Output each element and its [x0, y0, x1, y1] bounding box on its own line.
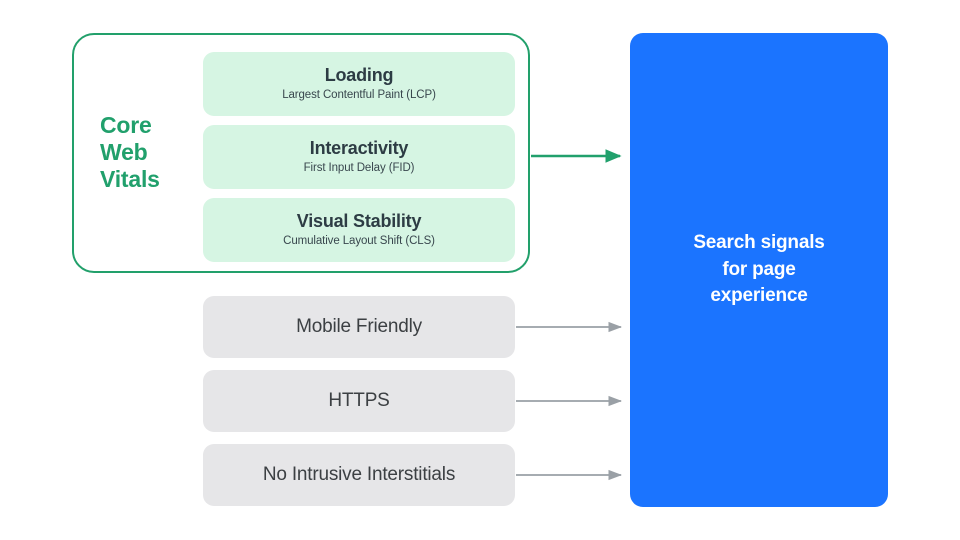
core-web-vitals-group: [72, 33, 530, 273]
signal-card-no-intrusive-interstitials[interactable]: No Intrusive Interstitials: [203, 444, 515, 506]
core-web-vitals-label: Core Web Vitals: [100, 112, 160, 192]
signal-title-https: HTTPS: [328, 389, 390, 411]
metric-subtitle-visual-stability: Cumulative Layout Shift (CLS): [283, 235, 435, 248]
metric-title-interactivity: Interactivity: [309, 137, 409, 158]
signal-card-mobile-friendly[interactable]: Mobile Friendly: [203, 296, 515, 358]
metric-subtitle-interactivity: First Input Delay (FID): [303, 162, 415, 175]
metric-title-visual-stability: Visual Stability: [296, 210, 422, 231]
search-signals-panel[interactable]: Search signals for page experience: [630, 33, 888, 507]
signal-title-no-intrusive-interstitials: No Intrusive Interstitials: [262, 463, 456, 485]
signal-card-https[interactable]: HTTPS: [203, 370, 515, 432]
metric-subtitle-loading: Largest Contentful Paint (LCP): [282, 89, 436, 102]
search-signals-panel-label: Search signals for page experience: [693, 231, 825, 307]
metric-card-visual-stability[interactable]: Visual Stability Cumulative Layout Shift…: [203, 198, 515, 262]
metric-card-loading[interactable]: Loading Largest Contentful Paint (LCP): [203, 52, 515, 116]
metric-title-loading: Loading: [324, 64, 394, 85]
signal-title-mobile-friendly: Mobile Friendly: [296, 315, 422, 337]
metric-card-interactivity[interactable]: Interactivity First Input Delay (FID): [203, 125, 515, 189]
